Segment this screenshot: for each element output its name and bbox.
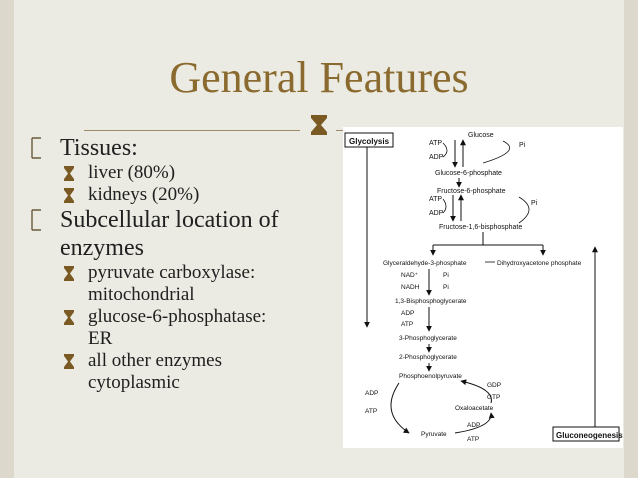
pi-curve [518, 196, 530, 224]
gdp-label: GDP [487, 382, 501, 389]
gtp-label: GTP [487, 394, 500, 401]
g3p-label: Glyceraldehyde-3-phosphate [383, 260, 467, 267]
hourglass-bullet-icon [64, 166, 74, 181]
adp-label: ADP [429, 210, 444, 217]
pg3-label: 3-Phosphoglycerate [399, 335, 457, 342]
bullet-text-line: Subcellular location of [60, 207, 279, 233]
bullet-subcellular: Subcellular location of enzymes [30, 206, 350, 262]
right-border-strip [624, 0, 638, 478]
pep-label: Phosphoenolpyruvate [399, 373, 462, 380]
pi-label: Pi [531, 200, 538, 207]
g6p-label: Glucose-6-phosphate [435, 170, 502, 177]
adp-label: ADP [467, 422, 480, 429]
adp-label: ADP [401, 310, 414, 317]
title-underline [84, 130, 300, 131]
sub-bullet-line: ER [88, 328, 113, 349]
pi-label: Pi [519, 142, 526, 149]
sub-bullet-text: liver (80%) [88, 162, 176, 183]
atp-adp-curve [442, 198, 447, 214]
sub-bullet: all other enzymes cytoplasmic [30, 350, 350, 394]
gluconeogenesis-box [552, 426, 620, 442]
atp-label: ATP [429, 140, 442, 147]
glucose-label: Glucose [468, 132, 494, 139]
bracket-bullet-icon [31, 209, 41, 231]
hourglass-bullet-icon [64, 266, 74, 281]
sub-bullet: liver (80%) [30, 162, 350, 184]
glycolysis-label: Glycolysis [349, 137, 390, 146]
bullet-list: Tissues: liver (80%) kidneys (20%) Subce… [30, 134, 350, 394]
nad-label: NAD⁺ [401, 272, 419, 279]
pathway-diagram: Glycolysis Gluconeogenesis Glucose ATP A… [344, 132, 623, 443]
f16bp-label: Fructose-1,6-bisphosphate [439, 224, 522, 231]
pg2-label: 2-Phosphoglycerate [399, 354, 457, 361]
sub-bullet-text: kidneys (20%) [88, 184, 200, 205]
bullet-text-line: enzymes [60, 235, 144, 261]
sub-bullet-line: mitochondrial [88, 284, 195, 305]
dhap-label: Dihydroxyacetone phosphate [497, 260, 582, 267]
bullet-tissues: Tissues: [30, 134, 350, 162]
sub-bullet-line: all other enzymes [88, 350, 223, 371]
bracket-bullet-icon [31, 137, 41, 159]
atp-label: ATP [467, 436, 479, 443]
nadh-label: NADH [401, 284, 420, 291]
pyruvate-kinase-arrow [390, 382, 410, 434]
sub-bullet-line: cytoplasmic [88, 372, 180, 393]
pepck-arrow [460, 379, 492, 404]
glycolysis-box [344, 132, 394, 148]
pathway-figure: Glycolysis Gluconeogenesis Glucose ATP A… [343, 127, 623, 448]
sub-bullet-line: pyruvate carboxylase: [88, 262, 256, 283]
sub-bullet: glucose-6-phosphatase: ER [30, 306, 350, 350]
f6p-label: Fructose-6-phosphate [437, 188, 506, 195]
bpg13-label: 1,3-Bisphosphoglycerate [395, 298, 467, 305]
oaa-label: Oxaloacetate [455, 405, 494, 412]
hourglass-bullet-icon [64, 354, 74, 369]
pi-label: Pi [443, 272, 449, 279]
sub-bullet-line: glucose-6-phosphatase: [88, 306, 267, 327]
pi-curve [482, 140, 510, 164]
adp-label: ADP [365, 390, 378, 397]
bullet-text: Tissues: [60, 135, 138, 161]
pi-label: Pi [443, 284, 449, 291]
adp-label: ADP [429, 154, 444, 161]
atp-label: ATP [429, 196, 442, 203]
hourglass-bullet-icon [64, 310, 74, 325]
atp-label: ATP [401, 321, 413, 328]
page-title: General Features [169, 53, 469, 102]
left-border-strip [0, 0, 14, 478]
atp-label: ATP [365, 408, 377, 415]
hourglass-bullet-icon [64, 188, 74, 203]
ornament-icon [311, 115, 327, 135]
gluconeogenesis-label: Gluconeogenesis [556, 431, 623, 440]
sub-bullet: kidneys (20%) [30, 184, 350, 206]
sub-bullet: pyruvate carboxylase: mitochondrial [30, 262, 350, 306]
pyruvate-carboxylase-arrow [454, 412, 495, 434]
pyruvate-label: Pyruvate [421, 431, 447, 438]
atp-adp-curve [442, 142, 448, 158]
